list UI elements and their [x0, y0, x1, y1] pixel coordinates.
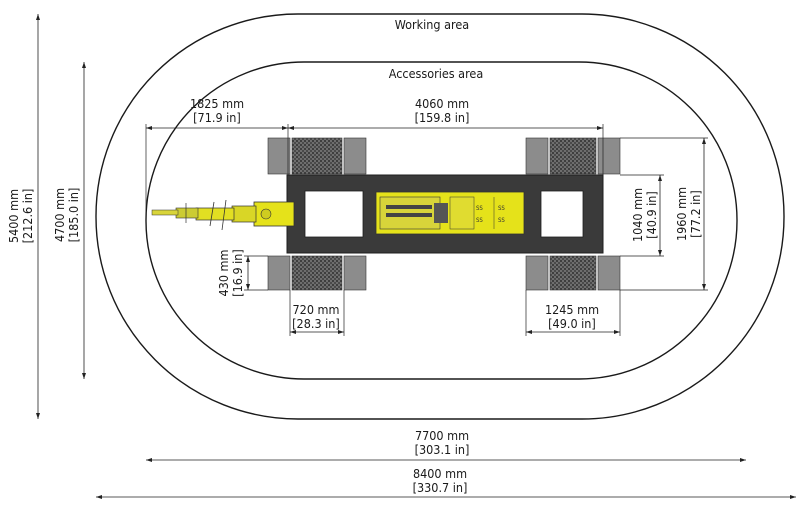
dim-1960-mm: 1960 mm — [674, 187, 689, 241]
dim-720-mm: 720 mm — [293, 302, 340, 317]
dim-5400-mm: 5400 mm — [6, 189, 21, 243]
dim-5400-in: [212.6 in] — [20, 189, 35, 244]
dim-4700-mm: 4700 mm — [52, 188, 67, 242]
dimension-5400: 5400 mm [212.6 in] — [6, 14, 39, 419]
accessories-area-label: Accessories area — [389, 66, 484, 81]
dimension-1960: 1960 mm [77.2 in] — [620, 137, 708, 291]
svg-text:SS: SS — [498, 217, 505, 224]
outrigger-pad-front-right — [525, 137, 621, 175]
svg-text:SS: SS — [476, 205, 483, 212]
dimension-7700: 7700 mm [303.1 in] — [146, 428, 746, 461]
dimension-1040: 1040 mm [40.9 in] — [620, 174, 664, 257]
dim-1960-in: [77.2 in] — [688, 190, 703, 238]
dim-4700-in: [185.0 in] — [66, 188, 81, 243]
outrigger-pad-rear-right — [525, 255, 621, 291]
dimension-arrowheads — [36, 14, 796, 499]
svg-text:SS: SS — [498, 205, 505, 212]
dim-1245-mm: 1245 mm — [545, 302, 599, 317]
dimension-1825: 1825 mm [71.9 in] — [145, 96, 289, 212]
dim-1825-mm: 1825 mm — [190, 96, 244, 111]
outrigger-pad-rear-left — [267, 255, 367, 291]
rig-top-view: SS SS SS SS — [151, 137, 621, 291]
dim-8400-in: [330.7 in] — [413, 480, 468, 495]
working-area-label: Working area — [395, 17, 469, 32]
carriage: SS SS SS SS — [375, 191, 525, 235]
dim-720-in: [28.3 in] — [292, 316, 340, 331]
dimension-4060: 4060 mm [159.8 in] — [288, 96, 604, 175]
dim-430-mm: 430 mm — [216, 250, 231, 297]
dimension-8400: 8400 mm [330.7 in] — [96, 466, 796, 498]
dim-1245-in: [49.0 in] — [548, 316, 596, 331]
dim-7700-mm: 7700 mm — [415, 428, 469, 443]
dim-430-in: [16.9 in] — [230, 249, 245, 297]
dimension-430: 430 mm [16.9 in] — [216, 249, 268, 297]
dim-1040-in: [40.9 in] — [644, 191, 659, 239]
boom-icon — [151, 199, 295, 231]
dimension-720: 720 mm [28.3 in] — [289, 290, 345, 336]
dim-8400-mm: 8400 mm — [413, 466, 467, 481]
dim-4060-in: [159.8 in] — [415, 110, 470, 125]
dimension-1245: 1245 mm [49.0 in] — [525, 290, 621, 336]
dim-1825-in: [71.9 in] — [193, 110, 241, 125]
working-area-outline — [95, 13, 785, 420]
dim-4060-mm: 4060 mm — [415, 96, 469, 111]
dimension-4700: 4700 mm [185.0 in] — [52, 62, 85, 379]
svg-text:SS: SS — [476, 217, 483, 224]
dim-1040-mm: 1040 mm — [630, 188, 645, 242]
accessories-area-outline — [145, 61, 738, 380]
dim-7700-in: [303.1 in] — [415, 442, 470, 457]
outrigger-pad-front-left — [267, 137, 367, 175]
